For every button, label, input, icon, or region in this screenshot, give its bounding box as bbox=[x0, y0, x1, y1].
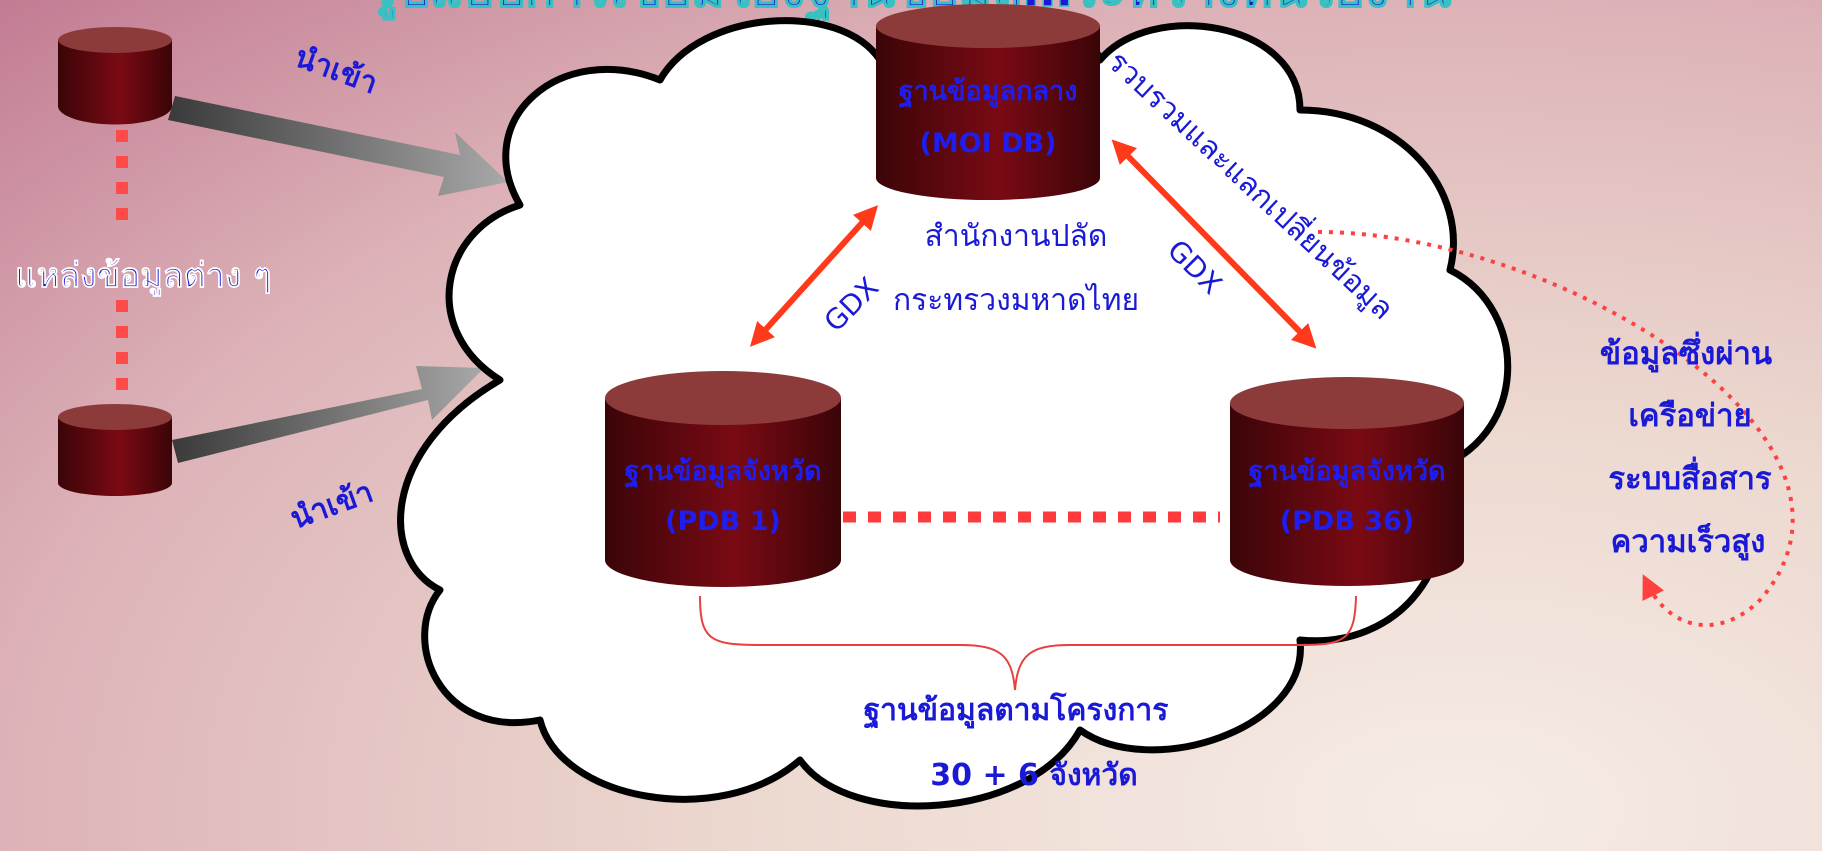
province-db-1-code: (PDB 1) bbox=[665, 506, 781, 537]
network-dotted-curve bbox=[1317, 230, 1795, 627]
network-text-line1: ข้อมูลซึ่งผ่าน bbox=[1600, 331, 1772, 373]
central-db-name: ฐานข้อมูลกลาง bbox=[899, 76, 1078, 109]
import-label-bottom: นำเข้า bbox=[286, 475, 378, 537]
province-db-1-cylinder bbox=[605, 371, 841, 587]
province-db-36-cylinder bbox=[1230, 377, 1464, 586]
source-db-bottom bbox=[58, 404, 172, 496]
source-label: แหล่งข้อมูลต่าง ๆ bbox=[15, 256, 272, 297]
province-db-36-name: ฐานข้อมูลจังหวัด bbox=[1248, 456, 1445, 489]
central-db-code: (MOI DB) bbox=[920, 128, 1057, 159]
source-db-top bbox=[58, 27, 172, 125]
gdx-arrow-left bbox=[749, 205, 879, 347]
network-text-line4: ความเร็วสูง bbox=[1611, 522, 1766, 561]
import-arrow-bottom bbox=[172, 366, 484, 463]
province-db-36-code: (PDB 36) bbox=[1280, 506, 1414, 537]
office-label-line1: สำนักงานปลัด bbox=[925, 219, 1108, 254]
province-db-1-name: ฐานข้อมูลจังหวัด bbox=[624, 456, 821, 489]
project-label-line1: ฐานข้อมูลตามโครงการ bbox=[864, 691, 1169, 730]
gdx-arrow-right bbox=[1111, 139, 1317, 349]
office-label-line2: กระทรวงมหาดไทย bbox=[893, 282, 1139, 318]
province-brace bbox=[699, 595, 1357, 691]
import-arrow-top bbox=[168, 96, 508, 196]
network-text-line3: ระบบสื่อสาร bbox=[1608, 456, 1772, 497]
project-label-line2: 30 + 6 จังหวัด bbox=[930, 758, 1137, 793]
import-label-top: นำเข้า bbox=[290, 40, 382, 102]
network-text-line2: เครือข่าย bbox=[1628, 398, 1751, 434]
central-db-cylinder bbox=[876, 4, 1100, 200]
